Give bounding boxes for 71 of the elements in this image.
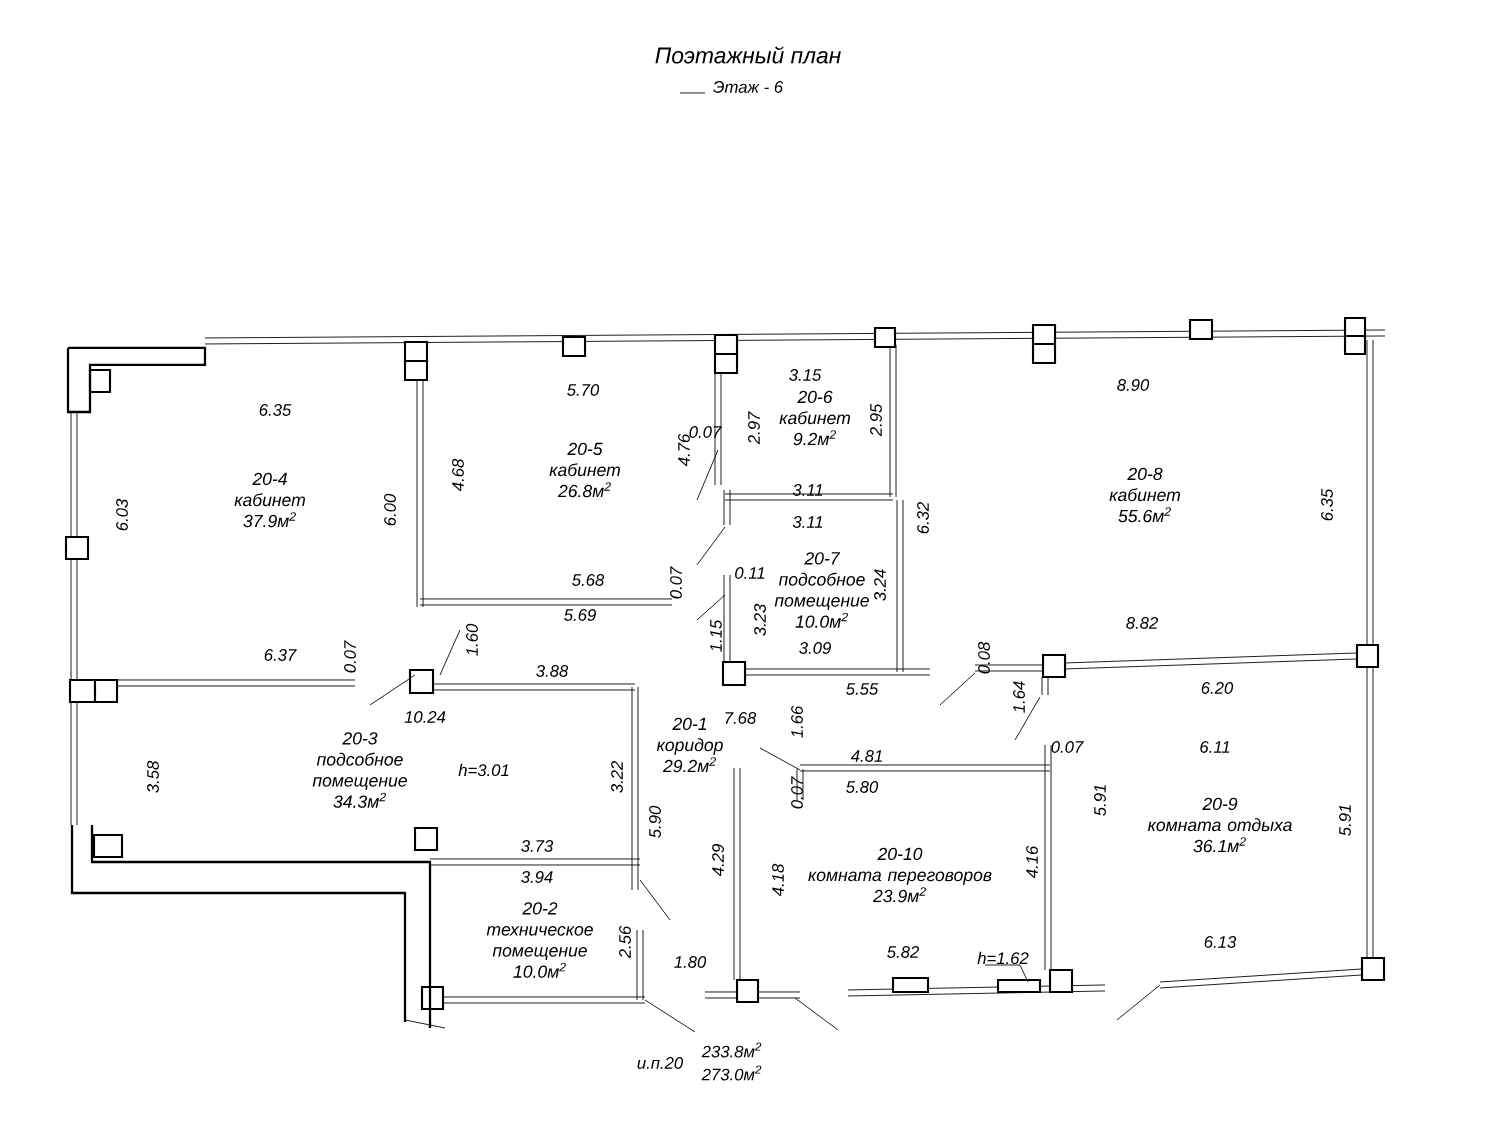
dimension-label: 7.68	[725, 712, 757, 724]
dimension-label: 3.11	[792, 516, 823, 528]
dimension-label: 4.76	[678, 433, 690, 467]
title: Поэтажный план	[655, 46, 841, 64]
dimension-label: 5.69	[564, 609, 596, 621]
dimension-label: 0.07	[344, 640, 356, 673]
dimension-label: h=3.01	[458, 763, 509, 777]
dimension-label: 4.68	[452, 458, 464, 492]
dimension-label: 1.15	[710, 619, 722, 652]
dimension-label: 4.18	[772, 863, 784, 897]
room-label: 20-5 кабинет 26.8м$^{2}$	[549, 442, 620, 498]
dimension-label: 6.37	[264, 649, 297, 661]
room-label: 20-4 кабинет 37.9м$^{2}$	[234, 472, 305, 528]
dimension-label: 4.81	[850, 750, 882, 762]
room-label: 20-1 коридор 29.2м$^{2}$	[656, 717, 723, 773]
dimension-label: 10.24	[404, 711, 446, 723]
dimension-label: 1.66	[791, 705, 803, 738]
dimension-label: 2.95	[870, 403, 882, 437]
room-label: 20-7 подсобное помещение 10.0м$^{2}$	[774, 552, 869, 628]
dimension-label: 3.88	[536, 665, 569, 677]
dimension-label: 6.35	[259, 404, 292, 416]
dimension-label: 0.11	[735, 567, 765, 579]
area-label: 233.8м$^{2}$	[701, 1042, 762, 1058]
dimension-label: h=1.62	[977, 951, 1029, 965]
dimension-label: 5.82	[887, 946, 919, 958]
dimension-label: 6.32	[917, 502, 929, 534]
dimension-label: 1.64	[1013, 681, 1025, 713]
dimension-label: 6.00	[384, 493, 396, 526]
dimension-label: 8.90	[1117, 379, 1150, 391]
dimension-label: 3.58	[147, 760, 159, 793]
dimension-label: 6.20	[1201, 682, 1234, 694]
dimension-label: 5.55	[846, 683, 879, 695]
room-label: 20-10 комната переговоров 23.9м$^{2}$	[808, 847, 992, 903]
dimension-label: 3.22	[611, 761, 623, 793]
room-label: 20-8 кабинет 55.6м$^{2}$	[1109, 467, 1180, 523]
dimension-label: 3.11	[792, 484, 823, 496]
dimension-label: 4.29	[712, 844, 724, 877]
dimension-label: 5.90	[649, 805, 661, 838]
dimension-label: 3.94	[521, 871, 553, 883]
dimension-label: 5.70	[567, 384, 600, 396]
dimension-label: 6.35	[1321, 488, 1333, 521]
dimension-label: 6.03	[116, 498, 128, 531]
dimension-label: 3.73	[521, 840, 554, 852]
dimension-label: 1.80	[674, 956, 707, 968]
dimension-label: 4.16	[1026, 845, 1038, 879]
dimension-label: 0.07	[689, 426, 722, 438]
dimension-label: 0.07	[1051, 741, 1084, 753]
dimension-label: 8.82	[1126, 617, 1158, 629]
dimension-label: 3.24	[874, 569, 886, 601]
dimension-label: 3.23	[754, 603, 766, 636]
dimension-label: 0.08	[978, 641, 990, 674]
dimension-label: 6.13	[1204, 936, 1237, 948]
room-label: 20-2 техническое помещение 10.0м$^{2}$	[486, 902, 593, 978]
dimension-label: 5.68	[572, 574, 605, 586]
dimension-label: 3.09	[799, 642, 831, 654]
dimension-label: 0.07	[670, 566, 682, 599]
dimension-label: 6.11	[1200, 741, 1230, 753]
room-label: 20-6 кабинет 9.2м$^{2}$	[779, 390, 850, 446]
area-label: и.п.20	[637, 1057, 684, 1069]
dimension-label: 0.07	[791, 776, 803, 809]
floor-label: Этаж - 6	[713, 81, 784, 93]
room-label: 20-3 подсобное помещение 34.3м$^{2}$	[312, 732, 407, 808]
dimension-label: 5.91	[1094, 785, 1106, 816]
area-label: 273.0м$^{2}$	[701, 1065, 762, 1081]
dimension-label: 3.15	[789, 369, 822, 381]
dimension-label: 5.80	[846, 781, 879, 793]
room-label: 20-9 комната отдыха 36.1м$^{2}$	[1147, 797, 1292, 853]
dimension-label: 2.56	[619, 925, 631, 959]
dimension-label: 5.91	[1339, 805, 1351, 836]
dimension-label: 1.60	[466, 623, 478, 656]
dimension-label: 2.97	[748, 411, 760, 445]
